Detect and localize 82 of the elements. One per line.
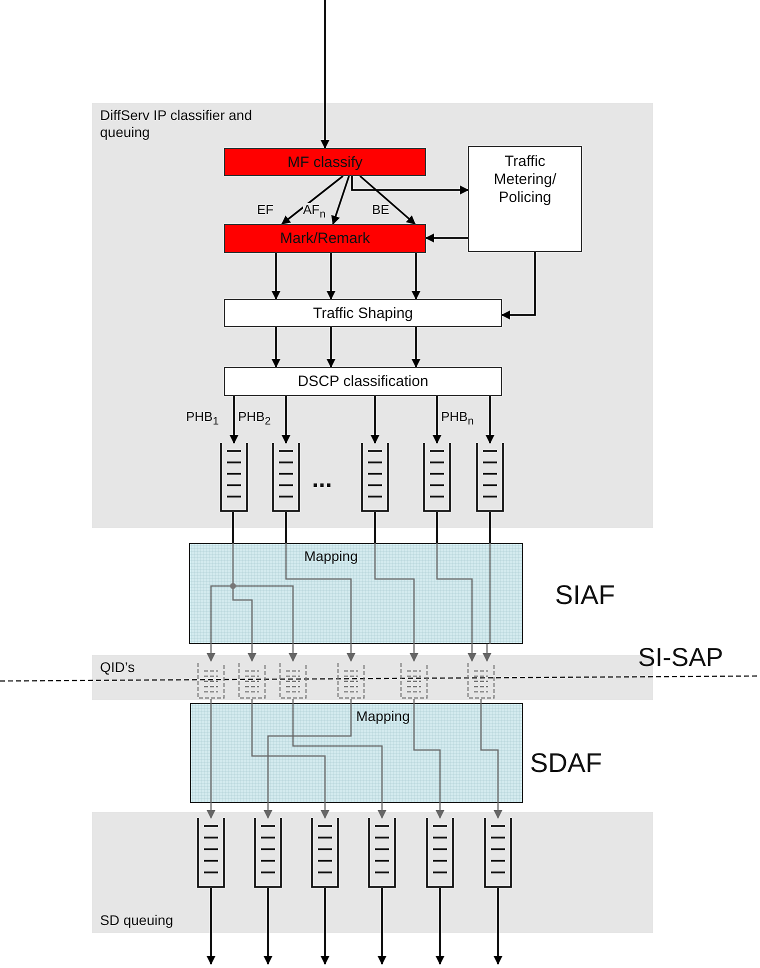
dashed-queue-symbol bbox=[278, 661, 308, 699]
arrow bbox=[494, 888, 502, 965]
queue-symbol bbox=[483, 818, 513, 888]
arrow bbox=[410, 644, 418, 662]
arrow bbox=[432, 396, 442, 444]
queue-symbol bbox=[475, 443, 505, 512]
arrow bbox=[378, 888, 386, 965]
arrow bbox=[412, 327, 420, 368]
process-box: Traffic Shaping bbox=[224, 299, 502, 327]
arrow bbox=[425, 234, 468, 242]
arrow bbox=[248, 644, 256, 662]
arrow bbox=[486, 396, 494, 444]
panel-title: DiffServ IP classifier and queuing bbox=[100, 107, 253, 141]
arrow bbox=[320, 0, 330, 149]
arrow bbox=[326, 327, 336, 368]
arrow bbox=[436, 803, 444, 819]
connector-line bbox=[480, 699, 482, 703]
dashed-queue-symbol bbox=[196, 661, 226, 699]
dashed-queue-symbol bbox=[466, 661, 496, 699]
arrow bbox=[468, 644, 476, 662]
queue-symbol bbox=[310, 818, 340, 888]
arrow bbox=[320, 803, 330, 819]
process-box: DSCP classification bbox=[224, 367, 502, 396]
panel-title: QID’s bbox=[100, 659, 136, 676]
arrow bbox=[331, 176, 350, 225]
dashed-queue-symbol bbox=[336, 661, 366, 699]
dashed-queue-symbol bbox=[237, 661, 267, 699]
arrow bbox=[206, 888, 216, 965]
arrow bbox=[412, 253, 420, 300]
queue-symbol bbox=[196, 818, 226, 888]
connector-line bbox=[292, 699, 294, 703]
arrow bbox=[320, 888, 330, 965]
arrow bbox=[281, 175, 344, 225]
arrow bbox=[230, 396, 238, 444]
panel-title: SD queuing bbox=[100, 912, 174, 929]
connector-line bbox=[251, 699, 253, 703]
function-label: SDAF bbox=[530, 748, 602, 779]
arrow bbox=[436, 888, 444, 965]
arrow bbox=[378, 803, 386, 819]
arrow bbox=[501, 252, 536, 320]
arrow bbox=[206, 644, 216, 662]
arrow bbox=[326, 253, 336, 300]
connector-line bbox=[350, 699, 352, 703]
process-box: Mark/Remark bbox=[224, 224, 426, 253]
process-box: MF classify bbox=[224, 148, 426, 176]
group-panel bbox=[92, 812, 653, 933]
arrow bbox=[282, 396, 290, 444]
mapping-title: Mapping bbox=[356, 708, 410, 724]
function-label: SIAF bbox=[555, 580, 616, 611]
queue-symbol bbox=[367, 818, 397, 888]
queue-symbol bbox=[360, 443, 390, 512]
connector-line bbox=[436, 512, 438, 543]
queue-symbol bbox=[425, 818, 455, 888]
process-box: Traffic Metering/ Policing bbox=[468, 146, 582, 252]
connector-line bbox=[285, 512, 287, 543]
ellipsis-label: ... bbox=[312, 466, 332, 494]
queue-symbol bbox=[219, 443, 249, 512]
connector-line bbox=[374, 512, 376, 543]
arrow bbox=[359, 175, 416, 225]
interface-label: SI-SAP bbox=[638, 642, 724, 673]
arrow bbox=[206, 803, 216, 819]
arrow bbox=[264, 803, 272, 819]
queue-symbol bbox=[271, 443, 301, 512]
arrow bbox=[346, 644, 356, 662]
arrow bbox=[482, 644, 492, 662]
dashed-queue-symbol bbox=[399, 661, 429, 699]
mapping-box bbox=[189, 543, 523, 644]
arrow bbox=[494, 803, 502, 819]
queue-symbol bbox=[422, 443, 452, 512]
connector-line bbox=[232, 512, 234, 543]
arrow bbox=[288, 644, 298, 662]
queue-symbol bbox=[253, 818, 283, 888]
connector-line bbox=[489, 512, 491, 543]
arrow bbox=[351, 176, 469, 194]
arrow bbox=[370, 396, 380, 444]
connector-line bbox=[413, 699, 415, 703]
connector-line bbox=[210, 699, 212, 703]
arrow bbox=[272, 327, 280, 368]
arrow bbox=[272, 253, 280, 300]
group-panel bbox=[92, 103, 653, 528]
arrow bbox=[264, 888, 272, 965]
mapping-title: Mapping bbox=[304, 548, 358, 564]
